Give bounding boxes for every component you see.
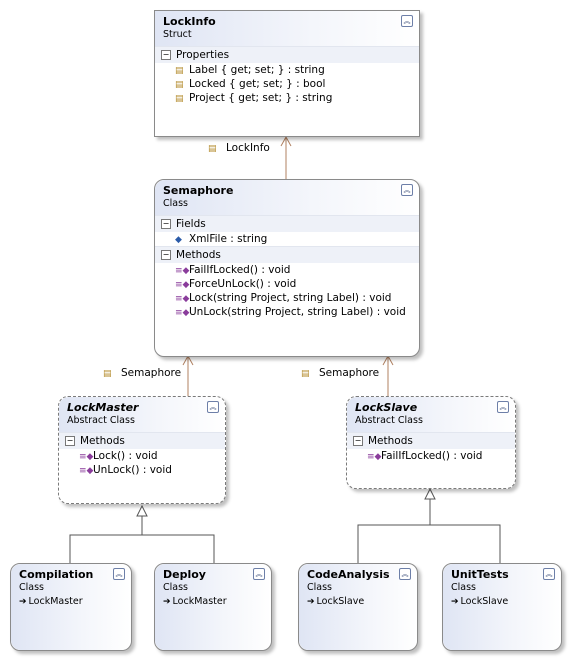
lockslave-stereotype: Abstract Class <box>355 415 423 426</box>
deploy-header: Deploy Class ➔LockMaster ︽ <box>155 564 271 650</box>
lockslave-title: LockSlave <box>355 401 418 414</box>
method-icon: ≡◆ <box>79 466 94 476</box>
collapse-icon[interactable]: ︽ <box>113 568 125 580</box>
deploy-base: ➔LockMaster <box>163 596 227 607</box>
semaphore-header: Semaphore Class ︽ <box>155 180 419 215</box>
inheritance-branch-lockslave <box>357 524 501 563</box>
lockmaster-stereotype: Abstract Class <box>67 415 135 426</box>
property-item[interactable]: ▤Label { get; set; } : string <box>175 64 325 76</box>
codeanalysis-title: CodeAnalysis <box>307 568 390 581</box>
property-icon: ▤ <box>175 94 184 104</box>
unittests-base: ➔LockSlave <box>451 596 509 607</box>
association-label-semaphore-left: ▤Semaphore <box>103 367 182 379</box>
association-label-lockinfo: ▤LockInfo <box>208 142 270 154</box>
inheritance-arrow-icon: ➔ <box>307 597 315 607</box>
field-icon: ◆ <box>175 235 182 245</box>
unittests-title: UnitTests <box>451 568 509 581</box>
lockinfo-title: LockInfo <box>163 15 216 28</box>
method-icon: ≡◆ <box>175 280 190 290</box>
method-icon: ≡◆ <box>79 452 94 462</box>
semaphore-title: Semaphore <box>163 184 234 197</box>
property-icon: ▤ <box>175 66 184 76</box>
compilation-title: Compilation <box>19 568 94 581</box>
method-icon: ≡◆ <box>175 266 190 276</box>
inheritance-arrow-icon: ➔ <box>451 597 459 607</box>
codeanalysis-header: CodeAnalysis Class ➔LockSlave ︽ <box>299 564 417 650</box>
collapse-icon[interactable]: ︽ <box>399 568 411 580</box>
unittests-stereotype: Class <box>451 582 476 593</box>
minus-box-icon[interactable]: − <box>353 436 363 446</box>
method-icon: ≡◆ <box>175 308 190 318</box>
association-arrowhead-lockinfo <box>280 135 292 147</box>
methods-section-header[interactable]: −Methods <box>155 246 419 263</box>
inheritance-arrowhead-lockslave <box>424 487 436 500</box>
minus-box-icon[interactable]: − <box>65 436 75 446</box>
method-item[interactable]: ≡◆Lock(string Project, string Label) : v… <box>175 292 392 304</box>
collapse-icon[interactable]: ︽ <box>207 401 219 413</box>
collapse-icon[interactable]: ︽ <box>253 568 265 580</box>
codeanalysis-class[interactable]: CodeAnalysis Class ➔LockSlave ︽ <box>298 563 418 651</box>
deploy-stereotype: Class <box>163 582 188 593</box>
deploy-class[interactable]: Deploy Class ➔LockMaster ︽ <box>154 563 272 651</box>
methods-section-label: Methods <box>80 435 125 447</box>
method-item[interactable]: ≡◆UnLock(string Project, string Label) :… <box>175 306 406 318</box>
methods-section-label: Methods <box>368 435 413 447</box>
property-item[interactable]: ▤Locked { get; set; } : bool <box>175 78 326 90</box>
minus-box-icon[interactable]: − <box>161 250 171 260</box>
minus-box-icon[interactable]: − <box>161 50 171 60</box>
property-icon: ▤ <box>208 144 217 154</box>
minus-box-icon[interactable]: − <box>161 219 171 229</box>
unittests-class[interactable]: UnitTests Class ➔LockSlave ︽ <box>442 563 562 651</box>
lockinfo-struct[interactable]: LockInfo Struct ︽ −Properties ▤Label { g… <box>154 10 420 137</box>
property-icon: ▤ <box>301 369 310 379</box>
lockinfo-stereotype: Struct <box>163 29 192 40</box>
method-icon: ≡◆ <box>175 294 190 304</box>
methods-section-header[interactable]: −Methods <box>347 432 515 449</box>
fields-section-label: Fields <box>176 218 206 230</box>
method-item[interactable]: ≡◆FailIfLocked() : void <box>367 450 483 462</box>
inheritance-arrow-icon: ➔ <box>163 597 171 607</box>
property-icon: ▤ <box>175 80 184 90</box>
property-item[interactable]: ▤Project { get; set; } : string <box>175 92 333 104</box>
method-item[interactable]: ≡◆Lock() : void <box>79 450 158 462</box>
collapse-icon[interactable]: ︽ <box>401 15 413 27</box>
inheritance-branch-lockmaster <box>69 534 215 563</box>
properties-section-label: Properties <box>176 49 230 61</box>
methods-section-label: Methods <box>176 249 221 261</box>
deploy-title: Deploy <box>163 568 206 581</box>
methods-section-header[interactable]: −Methods <box>59 432 225 449</box>
field-item[interactable]: ◆XmlFile : string <box>175 233 268 245</box>
method-item[interactable]: ≡◆ForceUnLock() : void <box>175 278 297 290</box>
codeanalysis-base: ➔LockSlave <box>307 596 365 607</box>
lockinfo-header: LockInfo Struct ︽ <box>155 11 419 46</box>
compilation-class[interactable]: Compilation Class ➔LockMaster ︽ <box>10 563 132 651</box>
semaphore-class[interactable]: Semaphore Class ︽ −Fields ◆XmlFile : str… <box>154 179 420 357</box>
semaphore-stereotype: Class <box>163 198 188 209</box>
method-icon: ≡◆ <box>367 452 382 462</box>
collapse-icon[interactable]: ︽ <box>497 401 509 413</box>
lockslave-abstract-class[interactable]: LockSlave Abstract Class ︽ −Methods ≡◆Fa… <box>346 396 516 489</box>
lockmaster-abstract-class[interactable]: LockMaster Abstract Class ︽ −Methods ≡◆L… <box>58 396 226 504</box>
collapse-icon[interactable]: ︽ <box>543 568 555 580</box>
compilation-header: Compilation Class ➔LockMaster ︽ <box>11 564 131 650</box>
collapse-icon[interactable]: ︽ <box>401 184 413 196</box>
unittests-header: UnitTests Class ➔LockSlave ︽ <box>443 564 561 650</box>
codeanalysis-stereotype: Class <box>307 582 332 593</box>
method-item[interactable]: ≡◆UnLock() : void <box>79 464 172 476</box>
inheritance-arrowhead-lockmaster <box>136 504 148 517</box>
properties-section-header[interactable]: −Properties <box>155 46 419 63</box>
fields-section-header[interactable]: −Fields <box>155 215 419 232</box>
method-item[interactable]: ≡◆FailIfLocked() : void <box>175 264 291 276</box>
lockslave-header: LockSlave Abstract Class ︽ <box>347 397 515 432</box>
lockmaster-header: LockMaster Abstract Class ︽ <box>59 397 225 432</box>
property-icon: ▤ <box>103 369 112 379</box>
association-label-semaphore-right: ▤Semaphore <box>301 367 380 379</box>
lockmaster-title: LockMaster <box>67 401 139 414</box>
compilation-stereotype: Class <box>19 582 44 593</box>
inheritance-arrow-icon: ➔ <box>19 597 27 607</box>
compilation-base: ➔LockMaster <box>19 596 83 607</box>
